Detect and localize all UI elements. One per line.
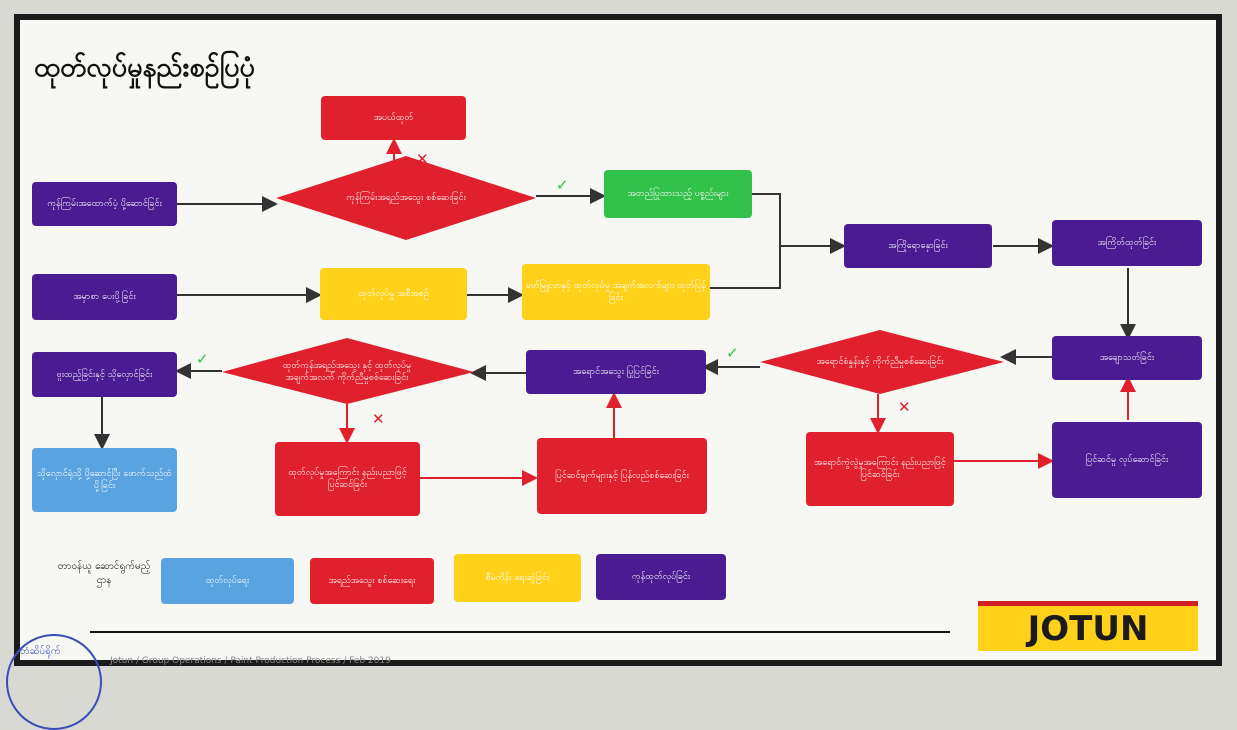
color-no-mark: ✕ <box>898 398 911 416</box>
final-check-label: ထုတ်ကုန်အရည်အသွေး နှင့် ထုတ်လုပ်မှုအချက်… <box>282 361 412 383</box>
jotun-logo: JOTUN <box>978 601 1198 651</box>
footer-rule <box>90 631 950 633</box>
release-box: အရောင်အသွေး ပြုပြင်ခြင်း <box>526 350 706 394</box>
final-check-diamond <box>222 338 474 404</box>
make-mix-box: အကြိုရောနှောခြင်း <box>844 224 992 268</box>
color-yes-mark: ✓ <box>726 344 739 362</box>
legend-item-yellow: စီမံကိန်း ရေးဆွဲခြင်း <box>454 554 581 602</box>
final-yes-mark: ✓ <box>196 350 209 368</box>
tint-box: ပြင်ဆင်မှု လုပ်ဆောင်ခြင်း <box>1052 422 1202 498</box>
connectors <box>94 138 1136 486</box>
fix-production-box: ထုတ်လုပ်မှုအကြောင်း နည်းပညာဖြင့် ပြင်ဆင်… <box>275 442 420 516</box>
color-check-label: အရောင်စံနှုန်းနှင့် ကိုက်ညီမှုစစ်ဆေးခြင်… <box>816 357 944 367</box>
legend-item-blue: ထုတ်လုပ်ရေး <box>161 558 294 604</box>
raw-receive-box: ကုန်ကြမ်းအထောက်ပံ့ ပို့ဆောင်ခြင်း <box>32 182 177 226</box>
fix-qc-box: အရောင်ကွဲလွဲမှုအကြောင်း နည်းပညာဖြင့် ပြင… <box>806 432 954 506</box>
finishing-box: အချောသတ်ခြင်း <box>1052 336 1202 380</box>
order-box: အမှာစာ ပေးပို့ခြင်း <box>32 274 177 320</box>
formula-box: ဖော်မြူလာနှင့် ထုတ်လုပ်မှု အချက်အလက်များ… <box>522 264 710 320</box>
page-title: ထုတ်လုပ်မှုနည်းစဉ်ပြပုံ <box>34 52 255 83</box>
warehouse-box: သိုလှောင်ရုံသို့ ပို့ဆောင်ပြီး ဖောက်သည်ထ… <box>32 448 177 512</box>
reject-mark: ✕ <box>416 150 429 168</box>
final-no-mark: ✕ <box>372 410 385 428</box>
reject-box: အပယ်ထုတ် <box>321 96 466 140</box>
grind-box: အကြိတ်ထုတ်ခြင်း <box>1052 220 1202 266</box>
legend-item-purple: ကုန်ထုတ်လုပ်ခြင်း <box>596 554 726 600</box>
approve-mark: ✓ <box>556 176 569 194</box>
legend-label: တာဝန်ယူ ဆောင်ရွက်မည့်ဌာန <box>57 561 151 586</box>
color-check-diamond <box>760 330 1004 394</box>
pack-box: ဗူးထည့်ခြင်းနှင့် သိုလှောင်ခြင်း <box>32 352 177 397</box>
approved-material-box: အတည်ပြုထားသည့် ပစ္စည်းများ <box>604 170 752 218</box>
footer-text: Jotun / Group Operations / Paint Product… <box>110 656 391 666</box>
plan-box: ထုတ်လုပ်မှု အစီအစဉ် <box>320 268 467 320</box>
raw-check-label: ကုန်ကြမ်းအရည်အသွေး စစ်ဆေးခြင်း <box>346 193 466 203</box>
adjust-box: ပြင်ဆင်ချက်များနှင့် ပြန်လည်စစ်ဆေးခြင်း <box>537 438 707 514</box>
stamp-text: တံဆိပ်ရိုက် <box>20 646 61 657</box>
logo-text: JOTUN <box>1027 608 1149 649</box>
raw-check-diamond <box>276 156 536 240</box>
legend-item-red: အရည်အသွေး စစ်ဆေးရေး <box>310 558 434 604</box>
